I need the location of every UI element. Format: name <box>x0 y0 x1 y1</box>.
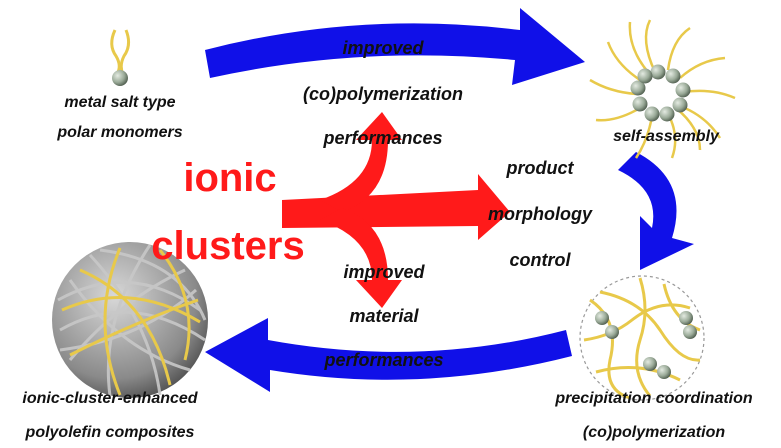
composite-label-line2: polyolefin composites <box>25 424 195 441</box>
top-blue-arrow <box>205 8 585 85</box>
composite-label-line1: ionic-cluster-enhanced <box>22 390 198 407</box>
precipitation-label-line1: precipitation coordination <box>555 390 753 407</box>
red-branch-arrow <box>282 112 510 308</box>
top-improved-label: improved <box>342 38 424 58</box>
bottom-material-label: material <box>349 306 419 326</box>
precipitation-label-line2: (co)polymerization <box>582 424 726 441</box>
right-blue-arrow <box>618 152 694 270</box>
top-performances-label: performances <box>323 128 443 148</box>
bottom-performances-label: performances <box>324 350 444 370</box>
bottom-improved-label: improved <box>343 262 425 282</box>
micelle-icon <box>589 19 736 159</box>
control-label: control <box>509 250 571 270</box>
monomer-label-line2: polar monomers <box>57 124 183 141</box>
precipitation-icon <box>579 275 705 401</box>
clusters-label: clusters <box>151 224 305 268</box>
self-assembly-label: self-assembly <box>613 128 719 145</box>
monomer-label-line1: metal salt type <box>64 94 176 111</box>
composite-ball-icon <box>52 242 208 398</box>
morphology-label: morphology <box>488 204 592 224</box>
micelle-spheres <box>630 64 691 122</box>
top-copolymerization-label: (co)polymerization <box>302 84 464 104</box>
monomer-icon <box>110 29 131 86</box>
ionic-label: ionic <box>183 156 277 200</box>
bottom-blue-arrow <box>205 318 572 392</box>
product-label: product <box>506 158 574 178</box>
